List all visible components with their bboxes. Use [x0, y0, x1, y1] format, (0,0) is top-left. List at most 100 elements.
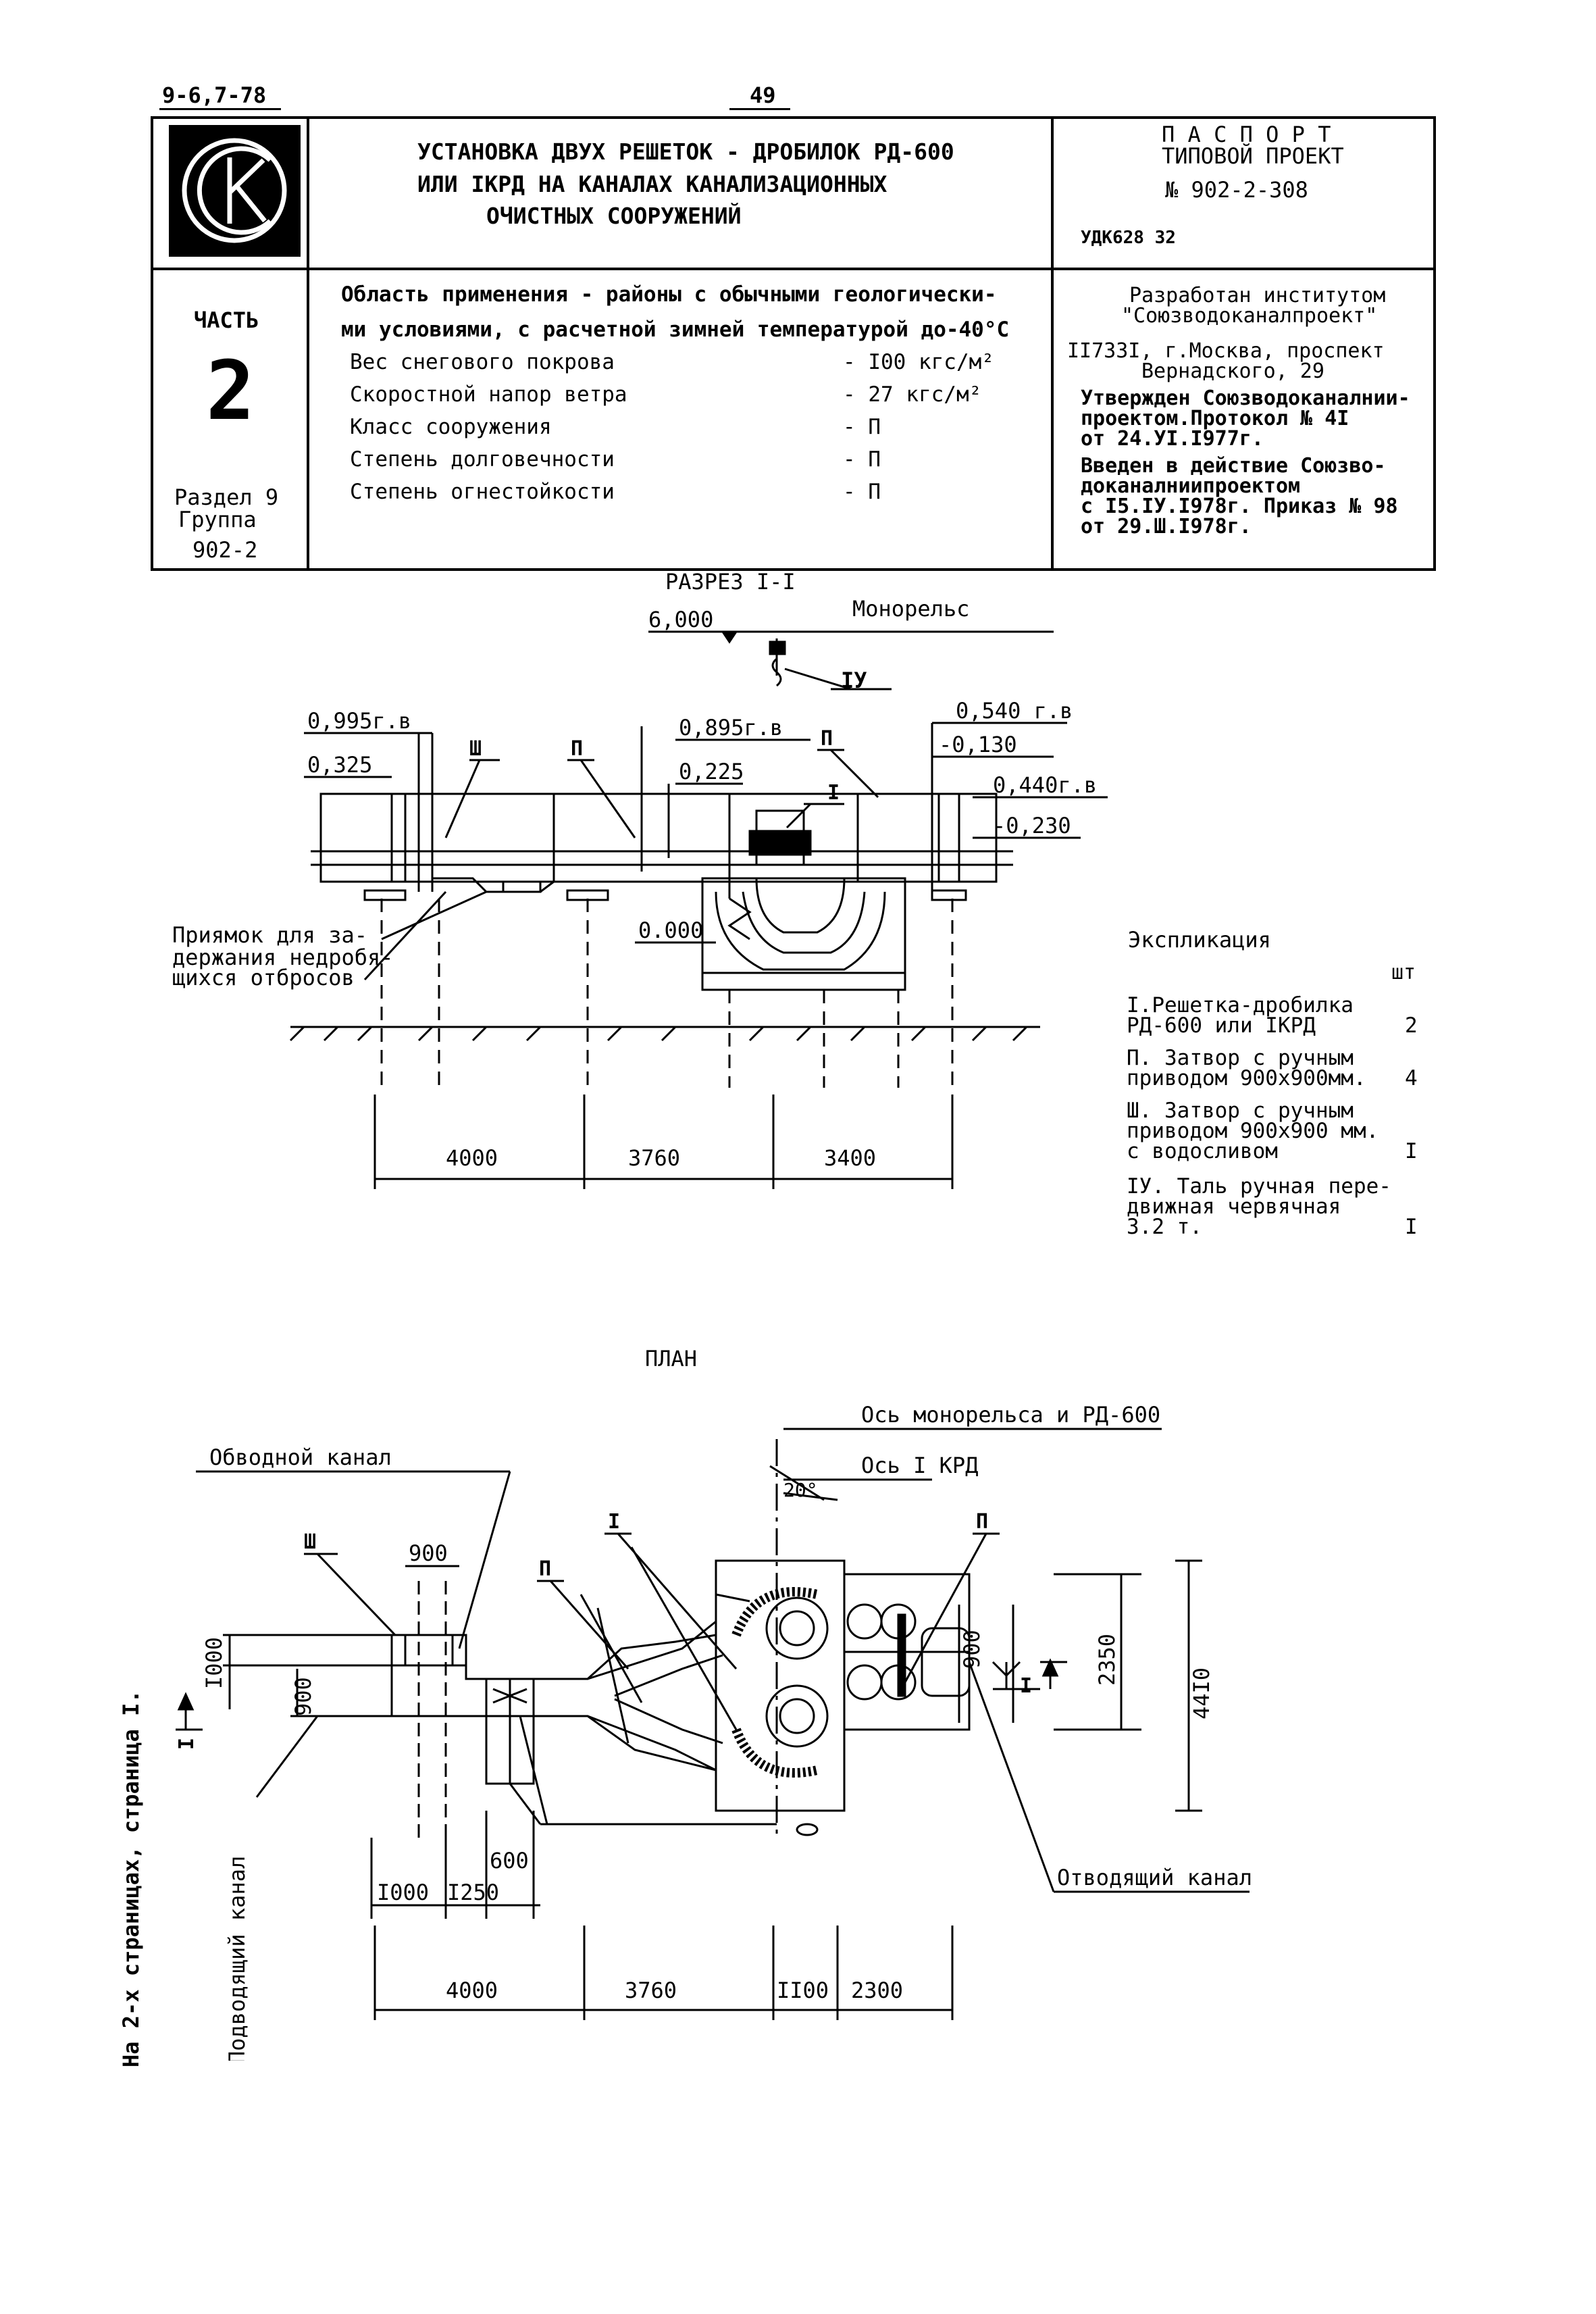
- explication-item-3-line-2: приводом 900х900 мм.: [1127, 1119, 1379, 1143]
- section-mark-top: 6,000: [648, 607, 713, 632]
- udk-code: УДК628 32: [1081, 228, 1176, 248]
- plan-dim-bottom-4: 2300: [851, 1978, 903, 2003]
- plan-dim-1000: I000: [377, 1880, 429, 1905]
- condition-wind-label: Скоростной напор ветра: [350, 382, 627, 407]
- doc-code-underline: [159, 108, 281, 110]
- plan-bypass-label: Обводной канал: [209, 1444, 392, 1470]
- page-number-underline: [729, 108, 790, 110]
- section-mark-m2: 0,325: [307, 752, 372, 778]
- doc-code: 9-6,7-78: [162, 82, 267, 108]
- explication-item-1-qty: 2: [1405, 1013, 1418, 1038]
- condition-snow-value: - I00 кгс/м²: [843, 350, 994, 374]
- header-divider-right: [1051, 116, 1054, 571]
- condition-class-value: - П: [843, 415, 881, 439]
- condition-wind-value: - 27 кгс/м²: [843, 382, 982, 407]
- plan-dim-left-1000: I000: [201, 1637, 227, 1689]
- project-number: № 902-2-308: [1165, 177, 1308, 203]
- explication-item-4-qty: I: [1405, 1215, 1418, 1239]
- section-dim-2: 3760: [628, 1145, 680, 1171]
- section-roman-r3: П: [821, 727, 833, 751]
- developer-line-3: II733I, г.Москва, проспект: [1067, 339, 1385, 363]
- plan-angle-label: 20°: [783, 1479, 818, 1501]
- plan-roman-r4: П: [976, 1510, 988, 1534]
- side-note: На 2-х страницах, страница I.: [118, 1690, 144, 2067]
- plan-monorail-axis-label: Ось монорельса и РД-600: [861, 1402, 1160, 1428]
- explication-item-3-qty: I: [1405, 1139, 1418, 1163]
- section-roman-r1: Ш: [469, 737, 482, 761]
- condition-fire-value: - П: [843, 480, 881, 504]
- developer-line-2: "Союзводоканалпроект": [1121, 304, 1378, 328]
- section-mark-zero: 0.000: [638, 917, 703, 943]
- explication-item-1-line-2: РД-600 или IКРД: [1127, 1013, 1316, 1038]
- header-divider-middle: [151, 268, 1436, 270]
- plan-dim-right-900: 900: [959, 1630, 985, 1669]
- section-drawing: 6,000 Монорельс IУ 0,995г.в 0,325 Ш П 0,…: [172, 596, 1108, 1189]
- page-number: 49: [750, 82, 776, 108]
- section-label: Раздел 9: [174, 484, 279, 510]
- plan-roman-r3: I: [608, 1510, 620, 1534]
- developer-line-11: от 29.Ш.I978г.: [1081, 515, 1252, 538]
- plan-dim-bottom-2: 3760: [625, 1978, 677, 2003]
- logo: [169, 125, 301, 257]
- plan-cut-mark-right: I: [1020, 1674, 1032, 1698]
- explication-item-2-line-1: П. Затвор с ручным: [1127, 1046, 1354, 1070]
- section-dim-1: 4000: [446, 1145, 498, 1171]
- section-mark-m7: 0,440г.в: [993, 772, 1097, 798]
- plan-dim-bottom-3: II00: [777, 1978, 829, 2003]
- explication-title: Экспликация: [1128, 927, 1271, 953]
- section-mark-m6: -0,130: [939, 732, 1017, 757]
- explication-item-3-line-1: Ш. Затвор с ручным: [1127, 1099, 1354, 1123]
- section-mark-m5: 0,540 г.в: [956, 698, 1073, 724]
- condition-class-label: Класс сооружения: [350, 415, 552, 439]
- plan-outlet-label: Отводящий канал: [1057, 1865, 1252, 1890]
- section-dim-3: 3400: [824, 1145, 876, 1171]
- explication-unit: шт: [1391, 961, 1416, 984]
- section-roman-r2: П: [571, 737, 583, 761]
- plan-dim-bottom-1: 4000: [446, 1978, 498, 2003]
- developer-line-7: от 24.УI.I977г.: [1081, 427, 1264, 451]
- plan-dim-600: 600: [490, 1848, 529, 1873]
- section-pit-label-2: держания недробя-: [172, 945, 394, 970]
- plan-drawing: Обводной канал Ось монорельса и РД-600 2…: [175, 1402, 1252, 2061]
- explication-item-4-line-1: IУ. Таль ручная пере-: [1127, 1174, 1391, 1199]
- header-title-line1: УСТАНОВКА ДВУХ РЕШЕТОК - ДРОБИЛОК РД-600: [417, 139, 954, 165]
- developer-line-9: доканалниипроектом: [1081, 474, 1301, 498]
- condition-fire-label: Степень огнестойкости: [350, 480, 615, 504]
- plan-dim-top-900: 900: [409, 1540, 448, 1566]
- header-title-line2: ИЛИ IКРД НА КАНАЛАХ КАНАЛИЗАЦИОННЫХ: [417, 171, 887, 197]
- plan-title: ПЛАН: [645, 1346, 698, 1372]
- condition-line-1: Область применения - районы с обычными г…: [341, 282, 997, 307]
- section-roman-r4: I: [827, 781, 840, 805]
- explication-item-4-line-2: движная червячная: [1127, 1194, 1341, 1219]
- passport-header-frame: [151, 116, 1436, 571]
- condition-durability-label: Степень долговечности: [350, 447, 615, 472]
- plan-dim-right-2350: 2350: [1094, 1634, 1120, 1686]
- section-pit-label-3: щихся отбросов: [172, 965, 355, 990]
- part-label: ЧАСТЬ: [194, 307, 259, 333]
- developer-line-8: Введен в действие Союзво-: [1081, 454, 1386, 478]
- condition-snow-label: Вес снегового покрова: [350, 350, 615, 374]
- explication-item-2-qty: 4: [1405, 1066, 1418, 1090]
- explication-item-4-line-3: 3.2 т.: [1127, 1215, 1202, 1239]
- section-hoist-label: IУ: [841, 668, 867, 693]
- passport-label: П А С П О Р Т: [1162, 122, 1331, 147]
- plan-roman-r2: П: [539, 1557, 551, 1581]
- explication-item-1-line-1: I.Решетка-дробилка: [1127, 993, 1354, 1017]
- plan-dim-left-900: 900: [290, 1677, 316, 1716]
- part-number: 2: [206, 345, 255, 438]
- section-title: РАЗРЕЗ I-I: [665, 569, 796, 595]
- header-divider-left: [307, 116, 309, 571]
- plan-dim-1250: I250: [447, 1880, 499, 1905]
- header-title-line3: ОЧИСТНЫХ СООРУЖЕНИЙ: [486, 203, 742, 229]
- section-mark-m1: 0,995г.в: [307, 708, 411, 734]
- group-number: 902-2: [192, 537, 258, 563]
- plan-dim-right-4410: 44I0: [1189, 1667, 1214, 1719]
- developer-line-6: проектом.Протокол № 4I: [1081, 407, 1349, 430]
- condition-line-2: ми условиями, с расчетной зимней темпера…: [341, 318, 1010, 342]
- section-monorail-label: Монорельс: [852, 596, 969, 622]
- condition-durability-value: - П: [843, 447, 881, 472]
- developer-line-1: Разработан институтом: [1129, 284, 1386, 307]
- plan-cut-mark-left: I: [175, 1738, 199, 1750]
- explication-item-2-line-2: приводом 900х900мм.: [1127, 1066, 1366, 1090]
- section-pit-label-1: Приямок для за-: [172, 922, 367, 948]
